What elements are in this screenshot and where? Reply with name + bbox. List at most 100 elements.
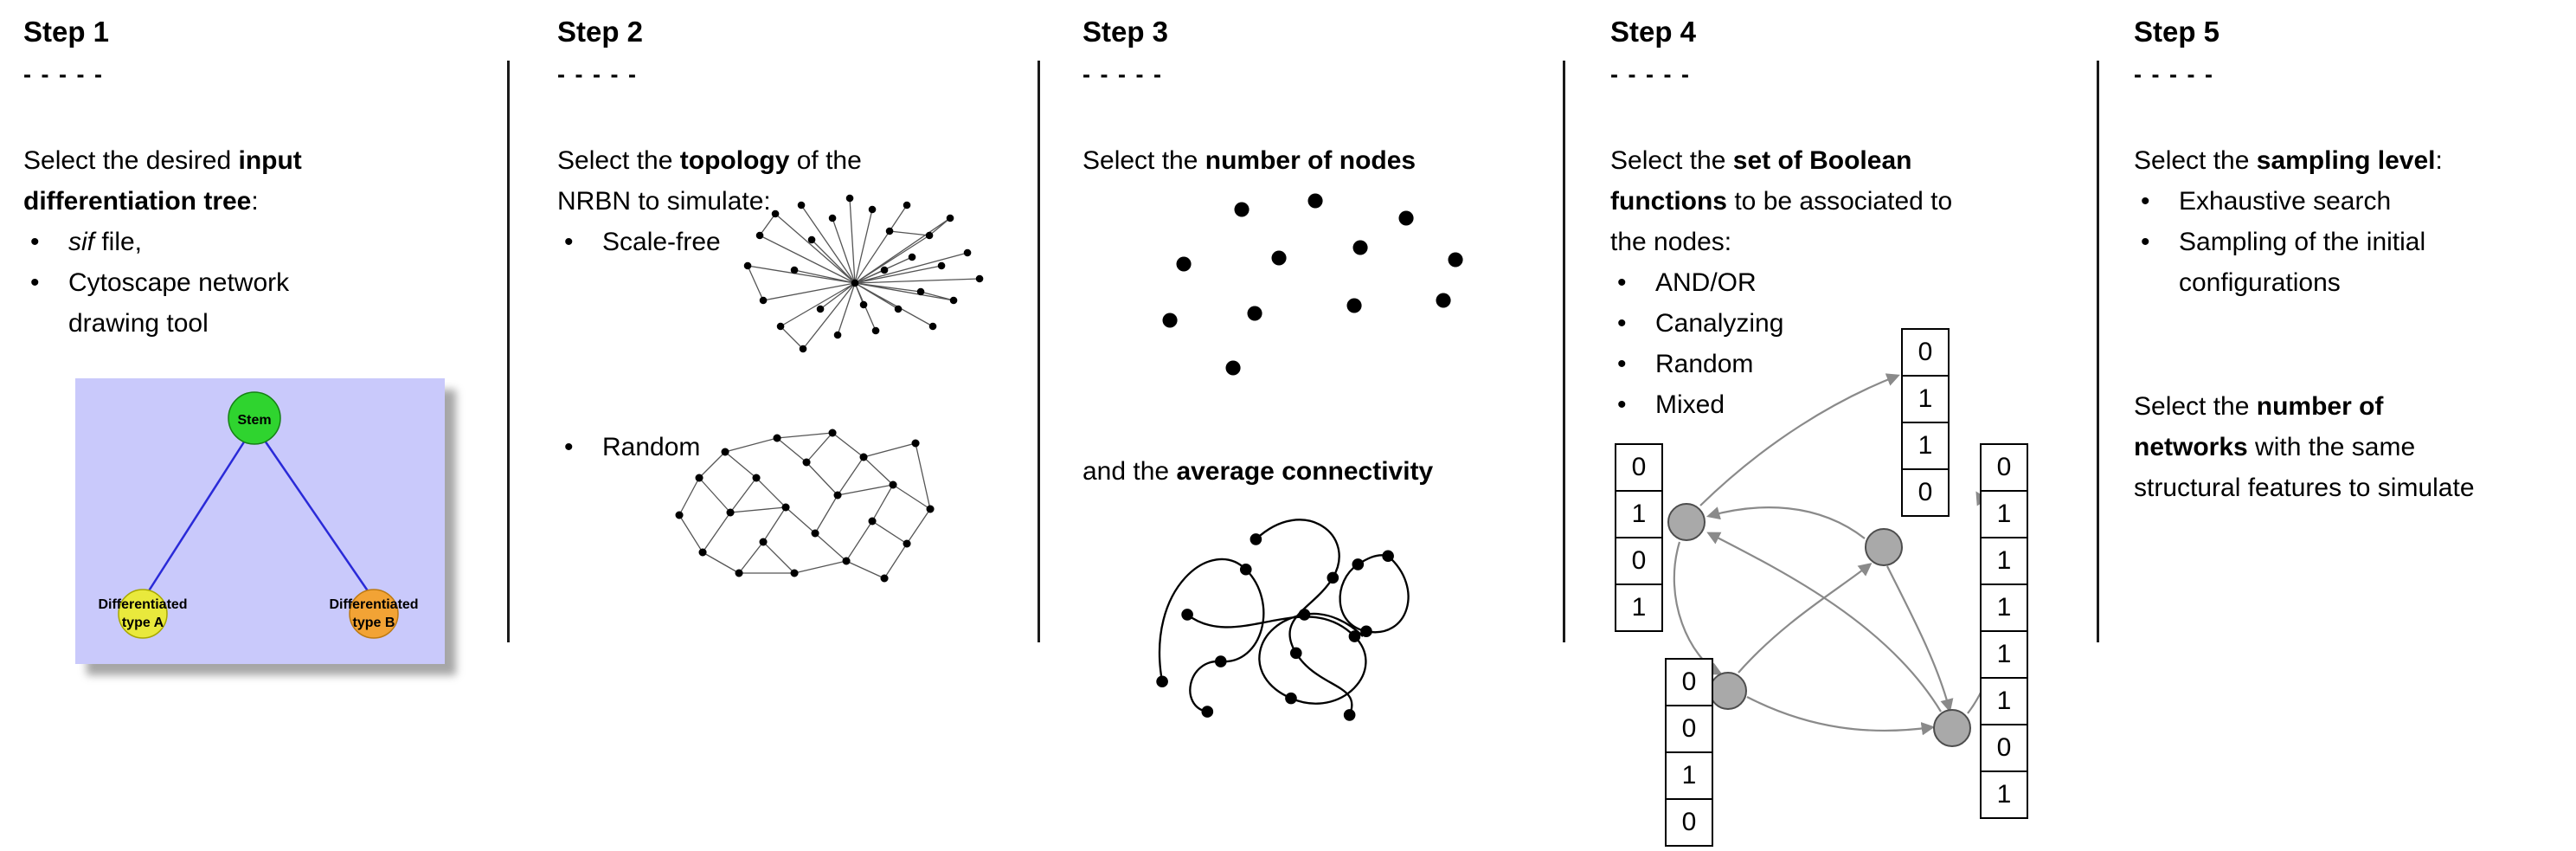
connectivity-tangle-graphic [1156,519,1410,721]
bullet-icon: • [1617,390,1627,419]
boolean-node [1865,528,1903,566]
bullet-icon: • [2141,228,2150,256]
step4-title: Step 4 [1610,16,1697,48]
list-item: • Random [1610,344,1974,384]
list-item: • Canalyzing [1610,303,1974,344]
column-divider [2097,61,2099,642]
list-item: • Scale-free [557,222,921,262]
truth-table-cell: 1 [1980,583,2028,632]
list-item: • Cytoscape network drawing tool [23,262,369,344]
truth-table-cell: 1 [1980,630,2028,679]
list-item: • Mixed [1610,384,1974,425]
bullet-text: AND/OR [1655,268,1757,297]
list-item: • Random [557,427,921,467]
bullet-text: Exhaustive search [2179,187,2392,216]
bullet-text: Canalyzing [1655,309,1784,338]
truth-table-cell: 0 [1615,537,1663,585]
type-a-node [118,589,168,639]
boolean-network-graphic [1667,373,2003,747]
stem-node [228,391,281,445]
truth-table-cell: 1 [1901,422,1950,470]
step4-dashes: - - - - - [1610,61,1691,87]
type-b-label-line2: type B [353,616,395,630]
truth-table-cell: 0 [1901,328,1950,377]
bullet-text: Cytoscape network drawing tool [68,268,290,338]
truth-table-cell: 1 [1980,770,2028,819]
type-a-label-line1: Differentiated [98,597,187,612]
column-divider [1563,61,1565,642]
bullet-icon: • [564,433,574,461]
step4-column: Step 4 - - - - - Select the set of Boole… [1610,16,2028,847]
bullet-text: Mixed [1655,390,1725,419]
truth-table-left: 0 1 0 1 [1615,443,1663,632]
truth-table-top: 0 1 1 0 [1901,328,1950,517]
bullet-icon: • [1617,350,1627,378]
step3-column: Step 3 - - - - - Select the number of no… [1082,16,1567,721]
step1-instruction: Select the desired input differentiation… [23,146,302,216]
truth-table-cell: 0 [1665,658,1713,706]
differentiation-tree-graphic: Stem Differentiated type A Differentiate… [75,378,445,664]
step2-column: Step 2 - - - - - Select the topology of … [557,16,984,583]
truth-table-cell: 1 [1980,677,2028,725]
bullet-icon: • [30,268,40,297]
boolean-node [1933,709,1971,747]
truth-table-bottom: 0 0 1 0 [1665,658,1713,847]
truth-table-cell: 0 [1980,724,2028,772]
differentiation-tree-svg: Stem Differentiated type A Differentiate… [75,378,445,664]
step1-column: Step 1 - - - - - Select the desired inpu… [23,16,445,664]
list-item: • Exhaustive search [2134,181,2489,222]
truth-table-right: 0 1 1 1 1 1 0 1 [1980,443,2028,819]
bullet-text: Random [602,433,701,461]
boolean-node [1667,503,1706,541]
truth-table-cell: 1 [1980,537,2028,585]
bullet-icon: • [1617,309,1627,338]
type-b-node [349,589,399,639]
step2-dashes: - - - - - [557,61,638,87]
step5-column: Step 5 - - - - - Select the sampling lev… [2134,16,2489,508]
step4-bullet-list: • AND/OR • Canalyzing • Random • Mixed [1610,262,1974,425]
truth-table-cell: 0 [1615,443,1663,492]
truth-table-cell: 1 [1615,583,1663,632]
step5-instruction-sampling: Select the sampling level: [2134,146,2443,175]
bullet-text: Scale-free [602,228,721,256]
step3-instruction-connectivity: and the average connectivity [1082,457,1434,486]
bullet-icon: • [1617,268,1627,297]
truth-table-cell: 1 [1980,490,2028,538]
step2-title: Step 2 [557,16,644,48]
stem-node-label: Stem [237,413,271,428]
bullet-icon: • [30,228,40,256]
type-b-label-line1: Differentiated [329,597,418,612]
bullet-icon: • [2141,187,2150,216]
step2-instruction: Select the topology of the NRBN to simul… [557,146,862,216]
bullet-icon: • [564,228,574,256]
truth-table-cell: 1 [1665,751,1713,800]
truth-table-cell: 0 [1665,798,1713,847]
scale-free-network-graphic [743,194,984,353]
step4-instruction: Select the set of Boolean functions to b… [1610,146,1953,256]
step3-instruction-nodes: Select the number of nodes [1082,146,1416,175]
truth-table-cell: 0 [1901,468,1950,517]
step1-dashes: - - - - - [23,61,104,87]
truth-table-cell: 1 [1901,375,1950,423]
step5-title: Step 5 [2134,16,2220,48]
list-item: • sif file, [23,222,369,262]
step1-bullet-list: • sif file, • Cytoscape network drawing … [23,222,369,344]
type-a-label-line2: type A [122,616,164,630]
step5-instruction-networks: Select the number of networks with the s… [2134,392,2475,502]
bullet-text: Sampling of the initial configurations [2179,228,2426,297]
boolean-node [1709,672,1747,710]
column-divider [1037,61,1040,642]
truth-table-cell: 0 [1665,705,1713,753]
step3-dashes: - - - - - [1082,61,1163,87]
bullet-text: sif file, [68,228,143,256]
column-divider [507,61,510,642]
random-network-graphic [675,429,935,583]
list-item: • Sampling of the initial configurations [2134,222,2489,303]
truth-table-cell: 1 [1615,490,1663,538]
bullet-text: Random [1655,350,1754,378]
step3-title: Step 3 [1082,16,1169,48]
step5-dashes: - - - - - [2134,61,2214,87]
list-item: • AND/OR [1610,262,1974,303]
truth-table-cell: 0 [1980,443,2028,492]
